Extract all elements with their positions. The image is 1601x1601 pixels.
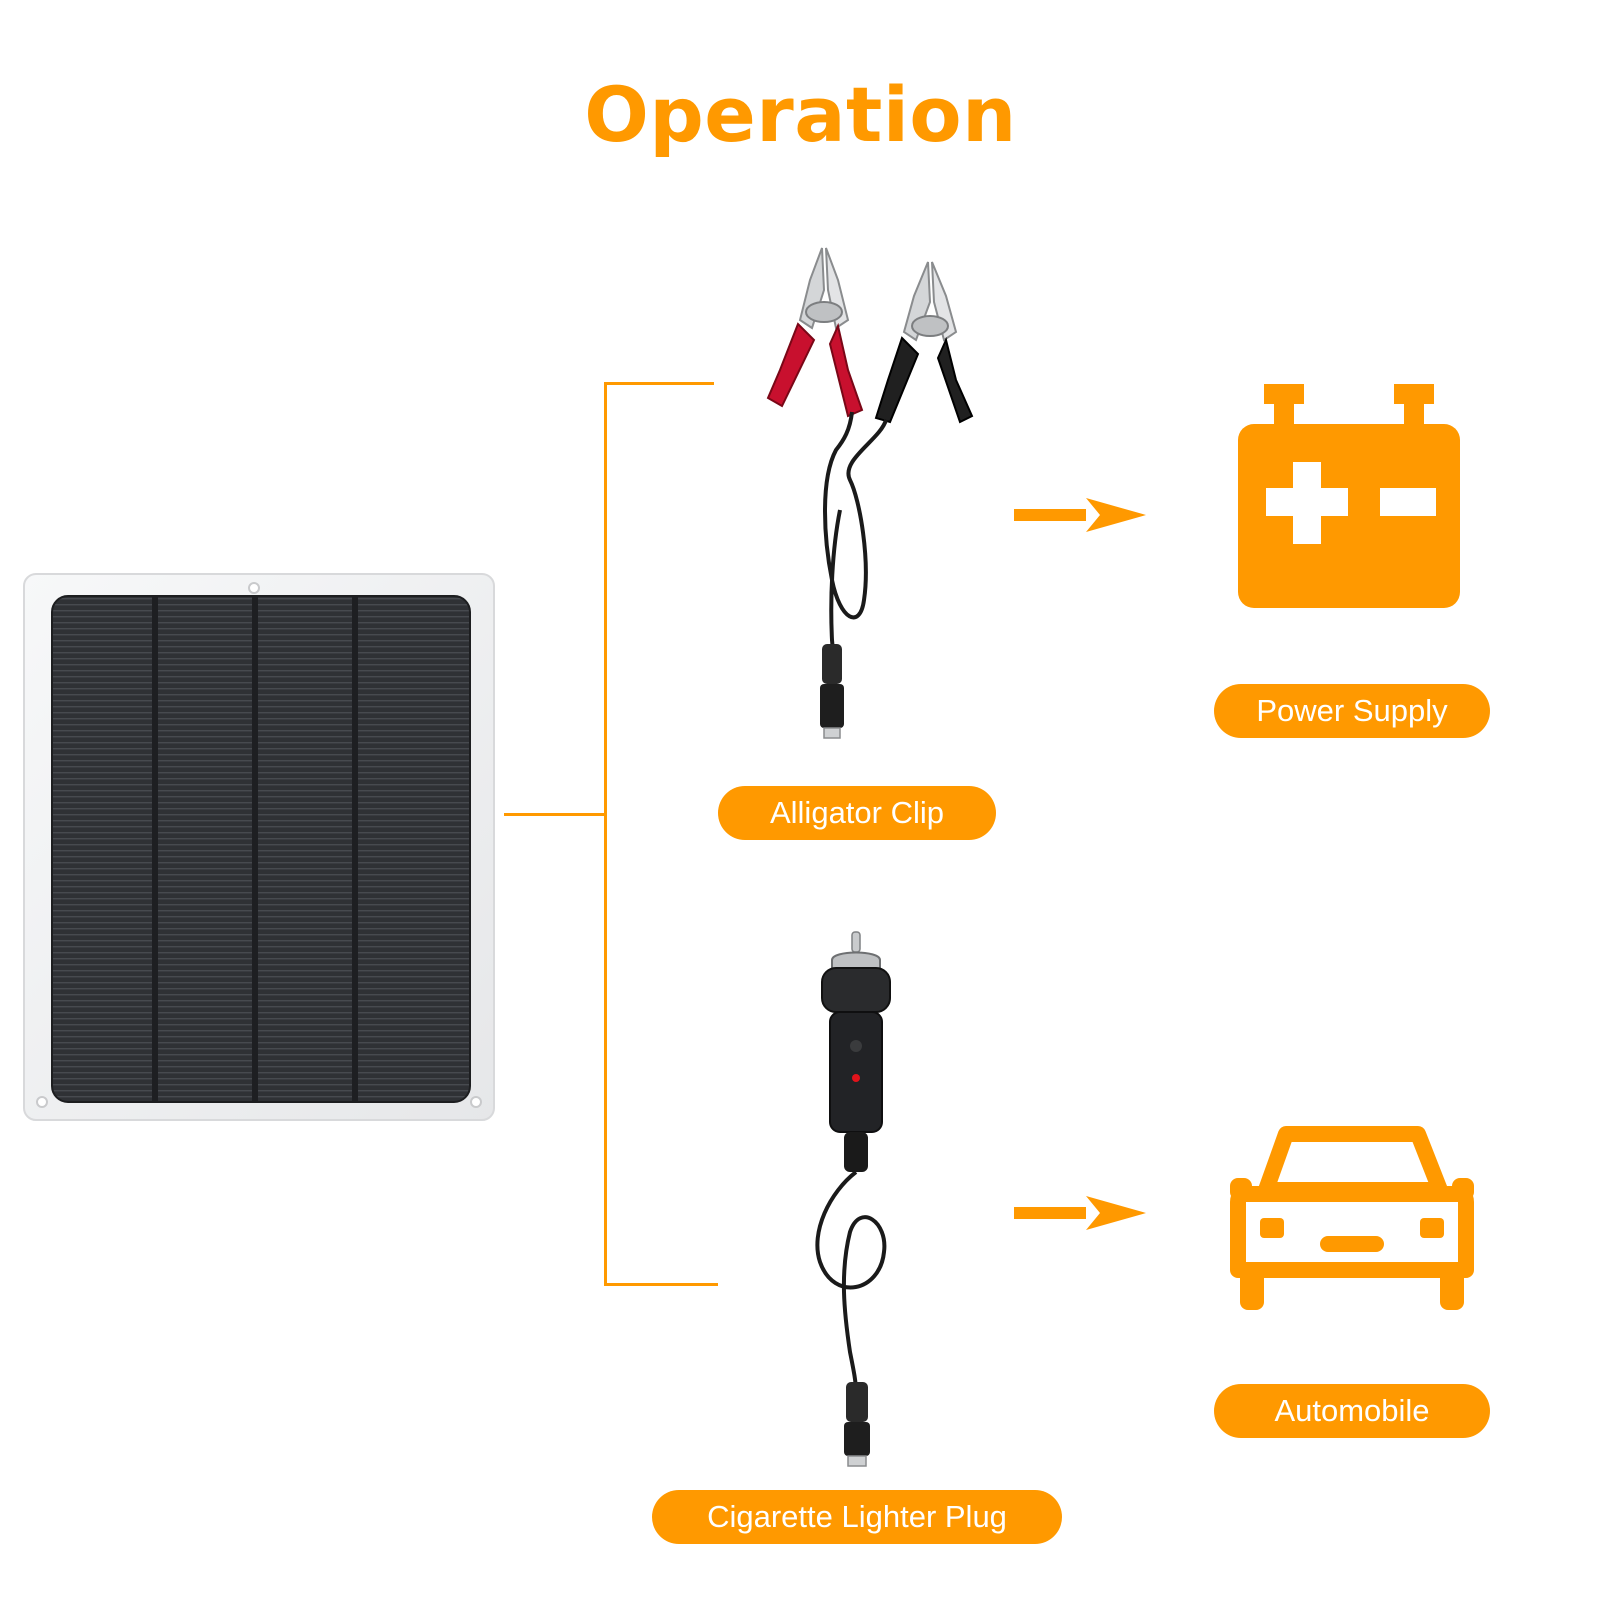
car-icon	[1230, 1126, 1474, 1310]
cigarette-lighter-plug-cable-image	[815, 931, 891, 1467]
alligator-clip-cable-image	[766, 247, 974, 739]
connector-line-vertical	[604, 382, 607, 1286]
automobile-label: Automobile	[1214, 1384, 1490, 1438]
battery-icon	[1238, 384, 1460, 608]
connector-line-bottom-branch	[604, 1283, 718, 1286]
power-supply-label: Power Supply	[1214, 684, 1490, 738]
connector-line-horizontal-panel	[504, 813, 604, 816]
alligator-clip-label: Alligator Clip	[718, 786, 996, 840]
page-title: Operation	[584, 70, 1017, 159]
arrow-right-icon	[1014, 1196, 1146, 1230]
arrow-right-icon	[1014, 498, 1146, 532]
cigarette-lighter-plug-label: Cigarette Lighter Plug	[652, 1490, 1062, 1544]
connector-line-top-branch	[604, 382, 714, 385]
solar-panel-image	[23, 573, 495, 1121]
